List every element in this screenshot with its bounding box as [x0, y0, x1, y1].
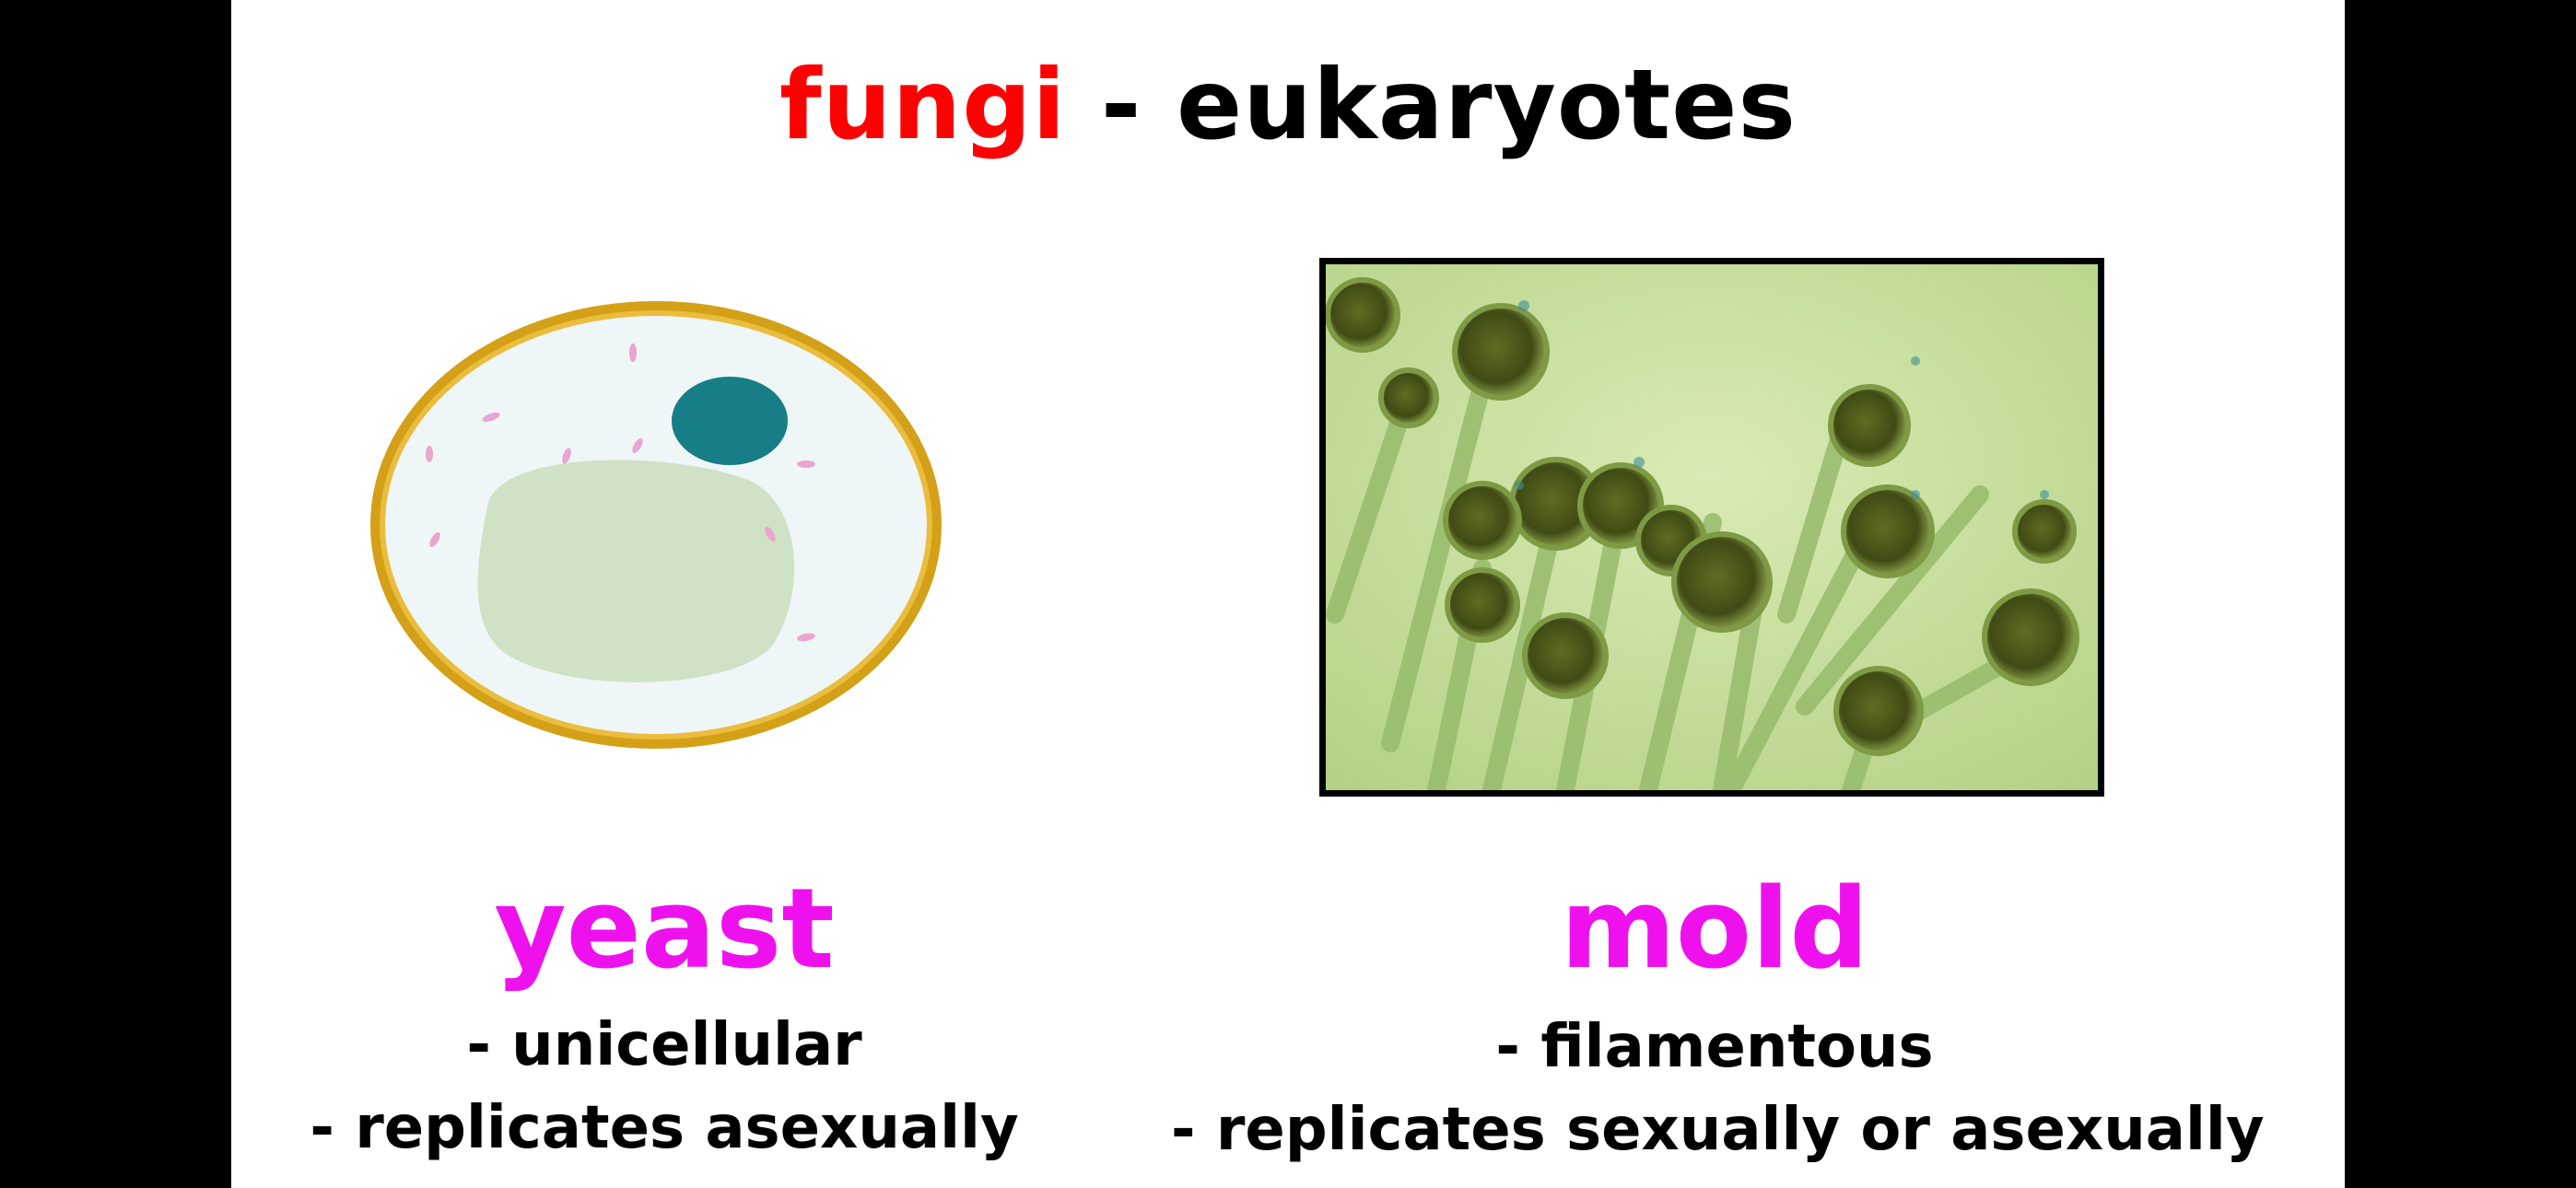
yeast-trait-1: - unicellular: [466, 1011, 862, 1079]
mold-trait-1: - filamentous: [1495, 1013, 1934, 1081]
slide-title: fungi - eukaryotes: [231, 57, 2345, 154]
yeast-trait-2: - replicates asexually: [310, 1094, 1019, 1162]
mold-label: mold: [1560, 866, 1869, 994]
mold-trait-2: - replicates sexually or asexually: [1171, 1096, 2265, 1164]
mold-traits: - filamentous - replicates sexually or a…: [1171, 1006, 2265, 1171]
slide: fungi - eukaryotes: [231, 0, 2345, 1188]
yeast-label: yeast: [494, 866, 835, 994]
yeast-cell-diagram: [358, 295, 957, 764]
yeast-traits: - unicellular - replicates asexually: [287, 1004, 1042, 1170]
title-rest: - eukaryotes: [1066, 49, 1797, 161]
mold-micrograph: [1319, 258, 2104, 797]
title-highlight: fungi: [779, 49, 1067, 161]
